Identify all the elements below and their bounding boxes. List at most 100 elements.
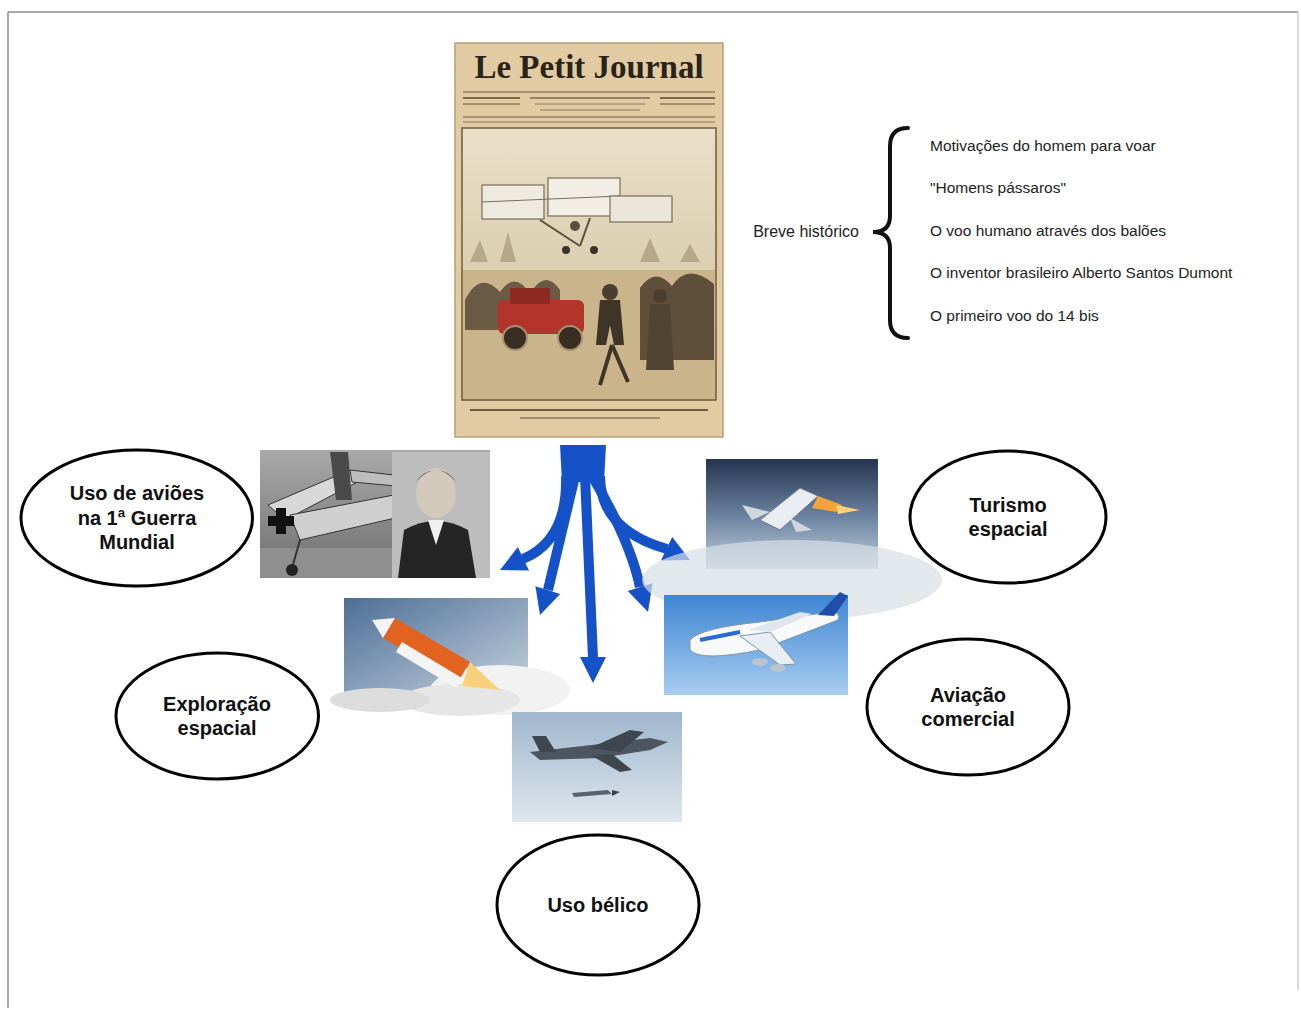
topic-title: Uso bélico	[547, 893, 648, 917]
newspaper-illustration-part	[540, 220, 580, 246]
fighter-jet-photo-part	[592, 754, 632, 772]
newspaper-illustration-part	[548, 178, 620, 216]
branch-arrows-part	[600, 476, 667, 549]
airliner-photo-part	[748, 612, 812, 632]
ww1-photo-part	[398, 521, 476, 578]
branch-arrows-part	[535, 586, 560, 615]
ellipse-content: Uso de aviões na 1ª Guerra Mundial	[19, 448, 255, 588]
ellipse-outline-path	[867, 639, 1069, 775]
fighter-jet-photo-part	[532, 736, 556, 752]
topic-title: Aviação comercial	[908, 683, 1028, 732]
ww1-photo-part	[392, 452, 490, 578]
ellipse-text-block: Aviação comercial	[908, 683, 1028, 732]
ww1-photo-part	[428, 520, 444, 545]
ww1-photo-part	[268, 508, 294, 534]
fighter-jet-photo-part	[590, 730, 644, 752]
rocket-photo	[330, 598, 570, 716]
ellipse-text-block: Uso bélico	[547, 893, 648, 917]
newspaper-illustration-part	[463, 117, 715, 118]
ellipse-outline	[114, 651, 321, 781]
history-bracket-part	[873, 128, 908, 338]
newspaper-masthead: Le Petit Journal	[474, 49, 703, 87]
ww1-photo-part	[286, 564, 298, 576]
topic-ellipse: Uso bélico	[495, 833, 701, 977]
border-frame	[8, 12, 1298, 1008]
newspaper-illustration-part	[470, 232, 700, 262]
airliner-photo-part	[818, 592, 848, 616]
newspaper-illustration-part	[530, 97, 650, 99]
topic-item: Motivações do homem para voar	[930, 137, 1156, 155]
rocket-photo-part	[462, 662, 500, 690]
topic-title: Uso de aviões na 1ª Guerra Mundial	[62, 481, 212, 554]
newspaper-illustration-part	[482, 196, 620, 202]
newspaper-illustration-part	[653, 289, 667, 303]
newspaper-illustration-part	[602, 284, 618, 300]
newspaper-illustration-part	[510, 288, 550, 304]
space-tourism-photo-part	[742, 505, 770, 520]
space-tourism-photo-part	[790, 518, 812, 532]
ellipse-text-block: Uso de aviões na 1ª Guerra Mundial	[62, 481, 212, 554]
ellipse-text-block: Turismo espacial	[948, 493, 1068, 542]
newspaper-illustration-part	[520, 417, 660, 419]
history-bracket	[873, 128, 908, 338]
topic-item: O primeiro voo do 14 bis	[930, 307, 1099, 325]
newspaper-illustration-part	[470, 409, 708, 411]
fighter-jet-photo	[512, 712, 682, 822]
airliner-photo-part	[740, 632, 796, 665]
newspaper-illustration-part	[612, 345, 628, 382]
newspaper-illustration-part	[462, 128, 716, 400]
newspaper-illustration-part	[660, 103, 715, 105]
topic-ellipse: Turismo espacial	[908, 449, 1108, 585]
ellipse-outline-path	[910, 451, 1106, 583]
newspaper-illustration-part	[610, 196, 672, 222]
ellipse-content: Exploração espacial	[114, 651, 321, 781]
newspaper-illustration-part	[455, 43, 723, 437]
space-tourism-photo-part	[836, 505, 860, 514]
fighter-jet-photo-part	[512, 712, 682, 822]
newspaper-illustration-part	[596, 300, 624, 345]
ellipse-outline	[908, 449, 1108, 585]
newspaper-illustration-part	[463, 97, 520, 99]
newspaper-illustration	[455, 43, 723, 437]
ellipse-outline-path	[497, 835, 699, 975]
ww1-photo-part	[330, 452, 352, 500]
newspaper-illustration-part	[590, 246, 598, 254]
topic-title: Turismo espacial	[948, 493, 1068, 542]
newspaper-illustration-part	[540, 110, 640, 111]
airliner-photo-part	[664, 595, 848, 695]
newspaper-illustration-part	[600, 345, 612, 385]
topic-item: "Homens pássaros"	[930, 179, 1066, 197]
rocket-photo-part	[372, 618, 395, 638]
ellipse-text-block: Exploração espacial	[152, 692, 282, 741]
airliner-photo-part	[770, 664, 786, 672]
branch-arrows-part	[585, 476, 593, 658]
fighter-jet-photo-part	[612, 790, 620, 796]
airliner-photo-part	[700, 632, 740, 640]
newspaper-illustration-part	[482, 178, 672, 254]
newspaper-illustration-part	[562, 246, 570, 254]
newspaper-illustration-part	[660, 97, 715, 99]
ellipse-outline-path	[21, 450, 253, 586]
ellipse-outline	[865, 637, 1071, 777]
newspaper-illustration-part	[570, 221, 580, 231]
newspaper-illustration-part	[503, 326, 527, 350]
branch-arrows-part	[548, 476, 575, 590]
fighter-jet-photo-part	[572, 790, 612, 797]
newspaper-illustration-part	[646, 304, 674, 370]
ww1-photo-part	[292, 540, 300, 568]
newspaper-illustration-part	[463, 122, 715, 123]
ww1-photo-part	[260, 450, 490, 578]
rocket-photo-part	[383, 618, 470, 682]
section-heading: Breve histórico	[753, 223, 859, 241]
border-frame-part	[7, 12, 9, 1008]
rocket-photo-part	[396, 642, 462, 688]
newspaper-illustration-part	[463, 92, 715, 93]
ellipse-content: Uso bélico	[495, 833, 701, 977]
border-frame-part	[8, 11, 1298, 13]
branch-arrows-part	[580, 657, 606, 683]
topic-title: Exploração espacial	[152, 692, 282, 741]
topic-ellipse: Aviação comercial	[865, 637, 1071, 777]
topic-item: O voo humano através dos balões	[930, 222, 1166, 240]
airliner-photo-part	[752, 658, 768, 666]
